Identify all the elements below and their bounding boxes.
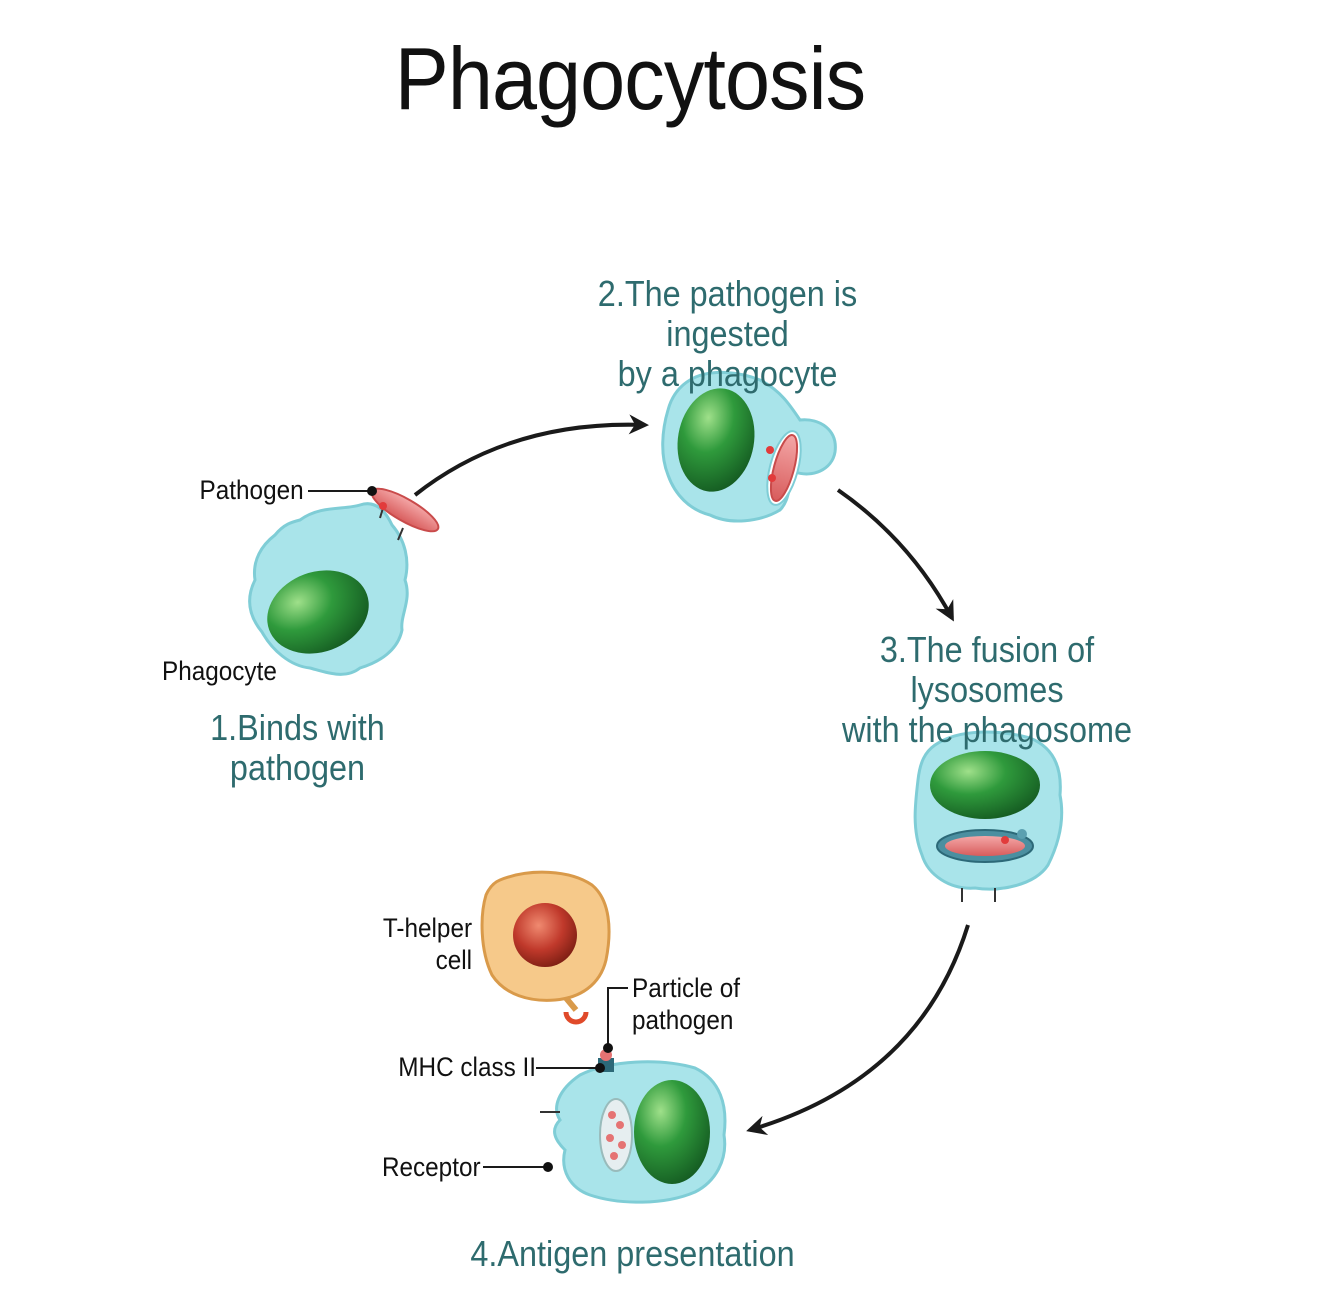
step-3-line-2: with the phagosome xyxy=(842,709,1132,750)
arrow-step2-to-step3 xyxy=(836,488,954,622)
phagocyte-label: Phagocyte xyxy=(162,656,277,686)
nucleus-cell-1 xyxy=(267,570,369,654)
step-1-line-1: 1.Binds with xyxy=(210,707,385,748)
t-helper-line-1: T-helper xyxy=(382,913,472,943)
pathogen-label: Pathogen xyxy=(199,475,304,505)
step-3-line-1: 3.The fusion of lysosomes xyxy=(879,629,1095,710)
step-2-caption: 2.The pathogen is ingested by a phagocyt… xyxy=(541,274,915,394)
page-title: Phagocytosis xyxy=(394,29,866,128)
nucleus-cell-4 xyxy=(634,1080,710,1184)
step-1-caption: 1.Binds with pathogen xyxy=(205,708,390,788)
step-4-caption: 4.Antigen presentation xyxy=(470,1233,795,1274)
step-1-line-2: pathogen xyxy=(229,747,366,788)
leader-lines xyxy=(308,486,628,1172)
mhc-class-ii-label: MHC class II xyxy=(398,1052,536,1082)
t-helper-label: T-helper cell xyxy=(383,912,472,976)
phagocyte-cell-4 xyxy=(540,1049,727,1204)
particle-line-1: Particle of xyxy=(632,973,741,1003)
step-2-line-2: by a phagocyte xyxy=(617,353,838,394)
phagocyte-cell-1 xyxy=(248,487,440,676)
step-2-line-1: 2.The pathogen is ingested xyxy=(597,273,858,354)
phagolysosome xyxy=(936,829,1034,863)
step-3-caption: 3.The fusion of lysosomes with the phago… xyxy=(803,630,1172,750)
phagocyte-cell-3 xyxy=(913,730,1064,902)
t-helper-cell xyxy=(480,870,611,1025)
arrow-step3-to-step4 xyxy=(746,924,970,1136)
particle-of-pathogen-label: Particle of pathogen xyxy=(632,972,740,1036)
receptor-label: Receptor xyxy=(382,1152,481,1182)
arrow-step1-to-step2 xyxy=(413,414,649,497)
t-helper-nucleus xyxy=(513,903,577,967)
t-helper-line-2: cell xyxy=(435,945,472,975)
phagocyte-cell-2 xyxy=(661,370,837,523)
nucleus-cell-3 xyxy=(930,751,1040,819)
phagosome-particles xyxy=(599,1098,633,1172)
nucleus-cell-2 xyxy=(677,388,755,492)
particle-line-2: pathogen xyxy=(632,1005,734,1035)
pathogen-ingested xyxy=(766,430,802,506)
